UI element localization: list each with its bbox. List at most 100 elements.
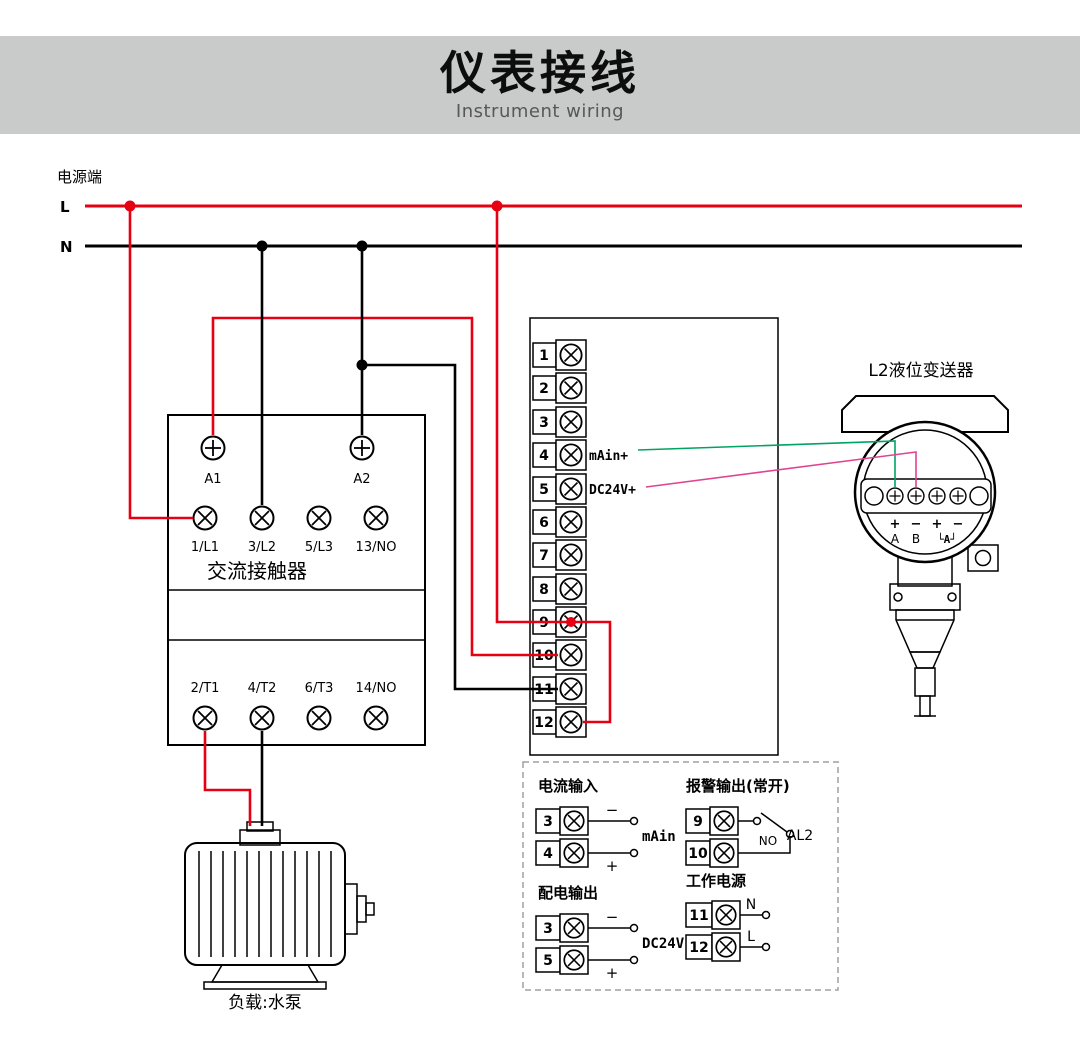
output-terminal-4t2-screw[interactable] xyxy=(249,705,275,731)
coil-terminal-a1-screw[interactable] xyxy=(200,435,226,461)
ao-bottom-screw[interactable] xyxy=(713,842,735,864)
terminal-4-screw[interactable] xyxy=(559,443,583,467)
ao-contact-a xyxy=(752,816,762,826)
terminal-2-screw[interactable] xyxy=(559,376,583,400)
page-subtitle: Instrument wiring xyxy=(455,100,625,122)
terminal-7-number: 7 xyxy=(539,548,549,564)
motor-base-plate xyxy=(203,981,327,990)
wp-bottom-number: 12 xyxy=(689,940,708,956)
terminal-8-screw[interactable] xyxy=(559,577,583,601)
terminal-row-8: 8 xyxy=(532,573,587,605)
input-terminal-3l2-label: 3/L2 xyxy=(248,540,276,555)
output-terminal-2t1-screw[interactable] xyxy=(192,705,218,731)
terminal-12-screw[interactable] xyxy=(559,710,583,734)
strip-screw-3[interactable] xyxy=(928,487,946,505)
wire-l-to-terminal9 xyxy=(495,206,571,624)
terminal-2-number: 2 xyxy=(539,381,549,397)
motor-terminal-box xyxy=(239,829,281,846)
ao-bottom-number: 10 xyxy=(688,846,708,862)
page-title: 仪表接线 xyxy=(440,46,640,101)
terminal-block: 1 2 3 4 mAin+ xyxy=(529,317,779,756)
terminal-1-screw[interactable] xyxy=(559,343,583,367)
legend: 电流输入 3 − 4 + mAin 报警输出(常开) xyxy=(522,761,839,991)
terminal-3-screw[interactable] xyxy=(559,410,583,434)
wire-coil-a1-to-terminal10 xyxy=(211,316,558,657)
dc-minus: − xyxy=(606,908,619,926)
output-terminal-6t3-screw[interactable] xyxy=(306,705,332,731)
ao-alarm-label: AL2 xyxy=(787,828,813,844)
contactor-body xyxy=(167,414,426,746)
wires xyxy=(128,206,917,826)
dc-bottom-contact xyxy=(629,955,639,965)
input-terminal-5l3-screw[interactable] xyxy=(306,505,332,531)
ao-bottom-wire xyxy=(738,838,791,854)
terminal-3-number: 3 xyxy=(539,415,549,431)
ci-top-screw[interactable] xyxy=(563,810,585,832)
wp-bottom-screw[interactable] xyxy=(715,936,737,958)
output-terminal-6t3-label: 6/T3 xyxy=(305,681,334,696)
junction-l-1 xyxy=(124,200,136,212)
coil-terminal-a2-screw[interactable] xyxy=(349,435,375,461)
dc-bottom-screw[interactable] xyxy=(563,949,585,971)
junction-dots xyxy=(124,200,576,627)
ci-top-contact xyxy=(629,816,639,826)
ci-bottom-contact xyxy=(629,848,639,858)
contactor-name: 交流接触器 xyxy=(207,559,307,583)
ao-no-label: NO xyxy=(759,834,777,848)
transmitter-cap xyxy=(841,395,1009,433)
wire-dc24v-pink xyxy=(645,451,917,488)
input-terminal-3l2-screw[interactable] xyxy=(249,505,275,531)
strip-screw-2[interactable] xyxy=(907,487,925,505)
level-transmitter: L2液位变送器 xyxy=(841,361,1009,717)
junction-n-2 xyxy=(356,240,368,252)
terminal-row-6: 6 xyxy=(532,506,587,538)
wire-main-signal-green xyxy=(637,440,896,487)
ci-minus: − xyxy=(606,801,619,819)
ao-switch-blade xyxy=(760,812,788,833)
ci-bottom-screw[interactable] xyxy=(563,842,585,864)
ci-plus: + xyxy=(606,857,619,875)
legend-box xyxy=(522,761,839,991)
ao-top-screw[interactable] xyxy=(713,810,735,832)
motor-body xyxy=(184,842,346,966)
dc-top-number: 3 xyxy=(543,921,553,937)
ci-signal-label: mAin xyxy=(642,829,676,845)
terminal-5-number: 5 xyxy=(539,482,549,498)
legend-dc-output: 配电输出 3 − 5 + DC24V xyxy=(535,884,685,982)
wp-top-screw[interactable] xyxy=(715,904,737,926)
wp-top-contact xyxy=(761,910,771,920)
header-band: 仪表接线 Instrument wiring xyxy=(0,36,1080,134)
output-terminal-14no-screw[interactable] xyxy=(363,705,389,731)
terminal-1-number: 1 xyxy=(539,348,549,364)
motor-label: 负载:水泵 xyxy=(228,993,302,1013)
terminal-10-screw[interactable] xyxy=(559,643,583,667)
wp-n-label: N xyxy=(746,897,756,913)
motor-shaft xyxy=(365,902,375,916)
terminal-6-number: 6 xyxy=(539,515,549,531)
wp-top-number: 11 xyxy=(689,908,708,924)
output-terminal-2t1-label: 2/T1 xyxy=(191,681,220,696)
terminal-12-number: 12 xyxy=(534,715,553,731)
transmitter-hex-nut xyxy=(895,609,955,653)
terminal-5-screw[interactable] xyxy=(559,477,583,501)
legend-working-power: 工作电源 11 N 12 L xyxy=(685,872,771,962)
ao-top-numbox xyxy=(685,808,711,834)
strip-pin-b: B xyxy=(912,532,920,546)
wire-terminal9-to-terminal12 xyxy=(571,620,612,724)
motor-terminal-cap xyxy=(246,821,274,832)
terminal-7-screw[interactable] xyxy=(559,543,583,567)
strip-screw-1[interactable] xyxy=(886,487,904,505)
dc-signal-label: DC24V xyxy=(642,936,685,952)
terminal-6-screw[interactable] xyxy=(559,510,583,534)
junction-n-1 xyxy=(256,240,268,252)
terminal-11-screw[interactable] xyxy=(559,677,583,701)
strip-screw-4[interactable] xyxy=(949,487,967,505)
dc-bottom-number: 5 xyxy=(543,953,553,969)
motor-base xyxy=(210,964,320,983)
wire-l-to-contactor-input xyxy=(128,206,193,520)
input-terminal-13no-screw[interactable] xyxy=(363,505,389,531)
input-terminal-1l1-screw[interactable] xyxy=(192,505,218,531)
dc-top-screw[interactable] xyxy=(563,917,585,939)
